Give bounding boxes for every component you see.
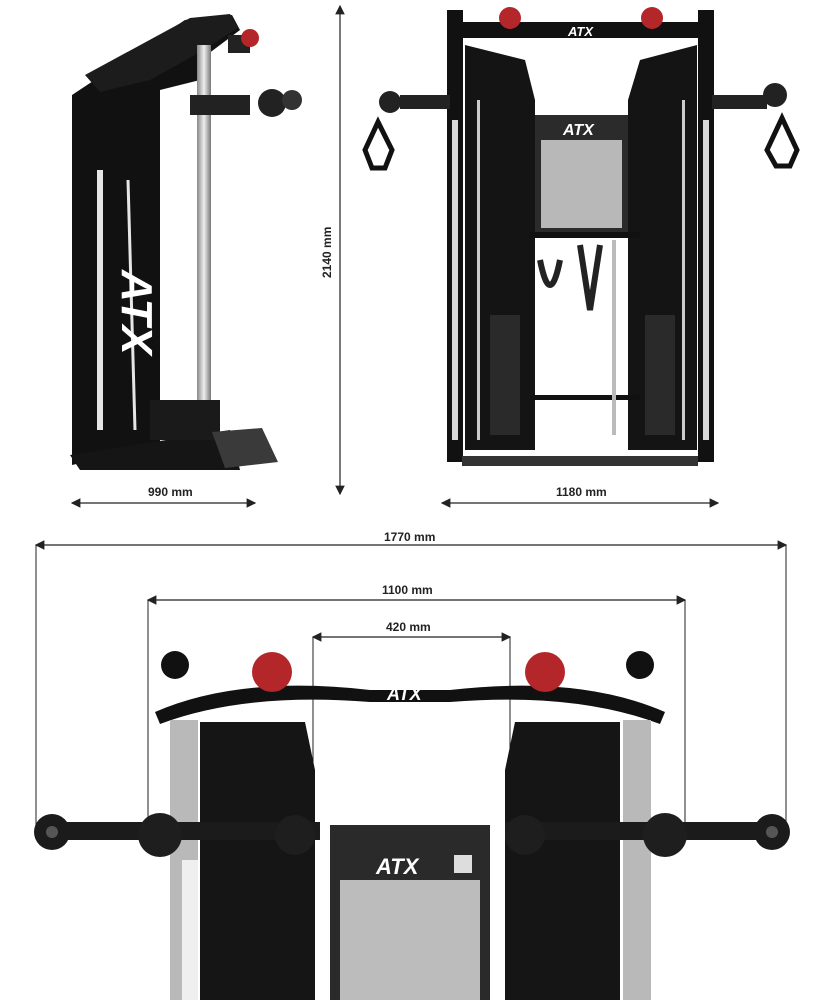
front-panel-brand-logo: ATX <box>562 122 595 139</box>
side-view-machine: ATX <box>70 14 302 470</box>
front-width-label: 1180 mm <box>556 485 607 499</box>
side-brand-logo: ATX <box>112 269 161 357</box>
right-red-grip-icon <box>641 7 663 29</box>
center-gap-label: 420 mm <box>386 620 431 634</box>
detail-left-red-grip-icon <box>252 652 292 692</box>
left-red-grip-icon <box>499 7 521 29</box>
front-top-brand-logo: ATX <box>567 24 594 39</box>
total-width-label: 1770 mm <box>384 530 435 544</box>
detail-right-red-grip-icon <box>525 652 565 692</box>
side-depth-label: 990 mm <box>148 485 193 499</box>
height-label: 2140 mm <box>320 227 334 278</box>
top-detail-machine: ATX ATX <box>34 651 790 1000</box>
pulley-span-label: 1100 mm <box>382 583 433 597</box>
red-handle-icon <box>241 29 259 47</box>
front-view-machine: ATX ATX <box>362 7 800 466</box>
detail-bar-brand-logo: ATX <box>386 684 423 704</box>
detail-panel-brand-logo: ATX <box>375 854 420 879</box>
